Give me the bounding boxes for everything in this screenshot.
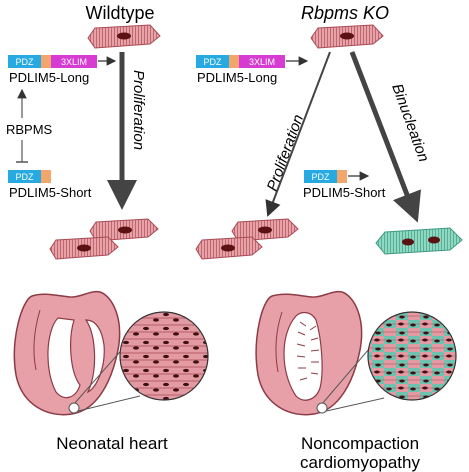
neonatal-heart-caption: Neonatal heart	[56, 434, 168, 453]
cardiomyocyte-pair-right	[195, 218, 299, 260]
pdlim5-short-protein-right: PDZ	[304, 170, 347, 183]
noncompaction-caption-line2: cardiomyopathy	[300, 453, 421, 472]
pdlim5-long-label-left: PDLIM5-Long	[9, 70, 89, 85]
cardiomyocyte-top-right	[310, 24, 384, 49]
zoom-line-left-lower	[73, 395, 141, 413]
neonatal-heart	[13, 290, 121, 416]
zoom-origin-left	[68, 402, 80, 414]
pdlim5-short-label-left: PDLIM5-Short	[9, 185, 92, 200]
cardiomyocyte-top-left	[87, 24, 161, 49]
zoom-origin-right	[316, 402, 328, 414]
proliferation-label-left: Proliferation	[130, 70, 147, 150]
binucleation-label: Binucleation	[388, 82, 432, 165]
svg-text:3XLIM: 3XLIM	[249, 57, 275, 67]
tissue-zoom-neonatal	[119, 311, 209, 401]
pdlim5-long-protein-right: PDZ 3XLIM	[196, 55, 285, 68]
svg-text:3XLIM: 3XLIM	[61, 57, 87, 67]
cardiomyocyte-pair-left	[49, 218, 159, 260]
noncompaction-heart	[255, 290, 363, 416]
zoom-line-right-lower	[321, 397, 385, 413]
wildtype-header: Wildtype	[85, 3, 154, 23]
svg-text:PDZ: PDZ	[16, 57, 35, 67]
binucleated-cardiomyocyte	[375, 227, 463, 255]
svg-text:PDZ: PDZ	[312, 172, 331, 182]
rbpms-ko-header: Rbpms KO	[301, 3, 389, 23]
tissue-zoom-noncompaction	[367, 311, 457, 401]
proliferation-label-right: Proliferation	[264, 112, 307, 193]
pdlim5-long-protein-left: PDZ 3XLIM	[8, 55, 97, 68]
svg-text:PDZ: PDZ	[204, 57, 223, 67]
svg-text:PDZ: PDZ	[16, 172, 35, 182]
pdlim5-long-label-right: PDLIM5-Long	[197, 70, 277, 85]
noncompaction-caption-line1: Noncompaction	[301, 434, 419, 453]
binucleation-arrow	[349, 51, 422, 223]
pdlim5-short-label-right: PDLIM5-Short	[303, 185, 386, 200]
rbpms-label: RBPMS	[6, 122, 53, 137]
proliferation-arrow-right	[265, 51, 331, 217]
pdlim5-short-protein-left: PDZ	[8, 170, 51, 183]
